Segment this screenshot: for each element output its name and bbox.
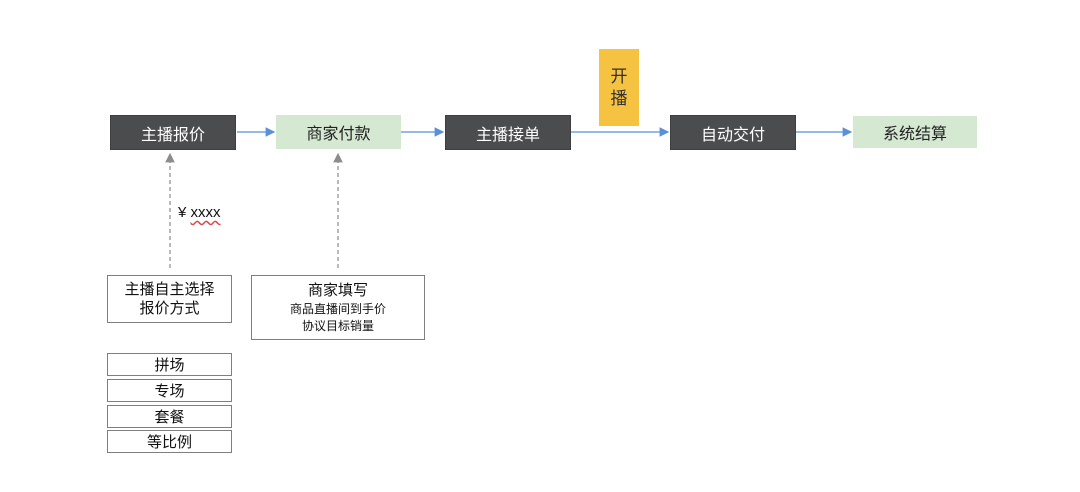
step-auto-delivery: 自动交付 <box>670 115 796 150</box>
pricing-mode-label: 套餐 <box>154 409 185 426</box>
step-system-settlement-label: 系统结算 <box>882 126 947 143</box>
step-system-settlement: 系统结算 <box>853 116 977 148</box>
anchor-choice-box: 主播自主选择 报价方式 <box>107 275 232 323</box>
merchant-input-title: 商家填写 <box>307 281 368 299</box>
pricing-mode-label: 等比例 <box>146 434 192 451</box>
pricing-mode-item: 专场 <box>107 379 232 402</box>
pricing-mode-item: 套餐 <box>107 405 232 428</box>
price-value: xxxx <box>190 204 221 221</box>
pricing-mode-label: 拼场 <box>154 357 185 374</box>
pricing-mode-item: 等比例 <box>107 430 232 453</box>
step-auto-delivery-label: 自动交付 <box>700 126 765 144</box>
merchant-input-line1: 商品直播间到手价 <box>289 301 386 316</box>
step-anchor-quote: 主播报价 <box>110 115 236 150</box>
step-anchor-quote-label: 主播报价 <box>140 126 205 144</box>
currency-symbol: ¥ <box>178 204 187 221</box>
merchant-input-box: 商家填写 商品直播间到手价 协议目标销量 <box>251 275 425 340</box>
live-start-marker: 开 播 <box>599 49 639 126</box>
price-label: ¥ xxxx <box>178 204 221 221</box>
live-start-char-2: 播 <box>610 88 628 108</box>
step-anchor-accept: 主播接单 <box>445 115 571 150</box>
anchor-choice-line2: 报价方式 <box>139 300 200 317</box>
step-merchant-payment-label: 商家付款 <box>306 126 371 143</box>
step-anchor-accept-label: 主播接单 <box>475 126 540 144</box>
anchor-choice-line1: 主播自主选择 <box>124 281 215 298</box>
pricing-mode-label: 专场 <box>154 383 185 400</box>
pricing-mode-item: 拼场 <box>107 353 232 376</box>
step-merchant-payment: 商家付款 <box>276 115 401 149</box>
merchant-input-line2: 协议目标销量 <box>301 318 374 333</box>
live-start-char-1: 开 <box>610 66 628 86</box>
